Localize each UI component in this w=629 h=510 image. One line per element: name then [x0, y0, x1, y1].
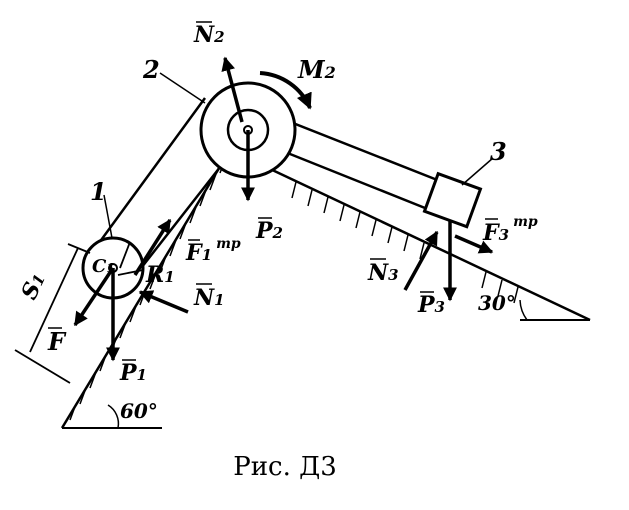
label-P3: P3 — [417, 292, 445, 318]
label-C1: C1 — [92, 256, 115, 277]
s1-dimension — [14, 241, 144, 384]
label-angle-right: 30° — [478, 291, 516, 315]
label-M2: M2 — [297, 55, 336, 84]
label-N2: N2 — [193, 22, 225, 48]
label-R1: R1 — [145, 262, 175, 288]
label-angle-left: 60° — [120, 399, 158, 423]
label-F: F — [47, 327, 67, 356]
label-N1: N1 — [193, 285, 225, 311]
label-F3tr: F3тр — [482, 214, 538, 246]
label-P2: P2 — [255, 218, 283, 244]
left-incline — [60, 149, 232, 429]
label-F1tr: F1тр — [185, 236, 241, 266]
label-S1: S1 — [16, 269, 51, 304]
label-body-2: 2 — [142, 55, 160, 84]
figure-caption: Рис. Д3 — [233, 452, 337, 482]
label-body-1: 1 — [90, 177, 107, 206]
label-N3: N3 — [367, 260, 399, 286]
force-arrows — [73, 56, 494, 362]
pulley-2 — [199, 71, 312, 179]
label-body-3: 3 — [490, 137, 507, 166]
right-incline — [229, 148, 591, 322]
label-P1: P1 — [119, 360, 147, 386]
block-3 — [422, 171, 483, 229]
